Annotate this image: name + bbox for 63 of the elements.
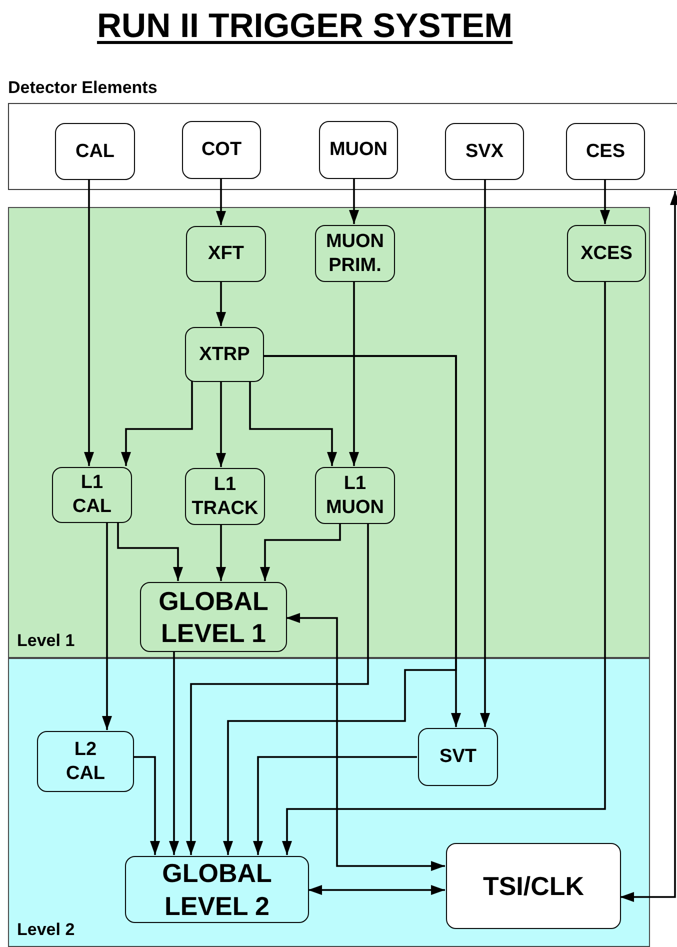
- box-label: CAL: [75, 140, 115, 164]
- box-label: GLOBAL LEVEL 2: [161, 857, 273, 922]
- band-label: Level 1: [17, 631, 75, 651]
- process-box: [445, 123, 524, 180]
- box-label: XCES: [580, 242, 632, 266]
- box-label: MUON PRIM.: [324, 230, 386, 278]
- process-box: [37, 731, 134, 792]
- arrow: [349, 281, 359, 466]
- arrow: [480, 180, 490, 727]
- box-label: L1 TRACK: [190, 472, 260, 520]
- box-label: TSI/CLK: [482, 870, 584, 902]
- process-box: [418, 728, 498, 786]
- process-box: [566, 123, 645, 180]
- arrow: [260, 523, 341, 581]
- arrow: [186, 523, 369, 855]
- arrow: [223, 355, 457, 855]
- arrow: [216, 524, 226, 581]
- box-label: XTRP: [199, 342, 250, 366]
- process-box: [55, 123, 135, 180]
- arrow: [600, 180, 610, 224]
- arrow: [117, 522, 183, 581]
- box-label: GLOBAL LEVEL 1: [158, 584, 270, 650]
- box-label: L1 CAL: [71, 471, 113, 519]
- process-box: [319, 121, 398, 179]
- arrow: [308, 885, 445, 895]
- process-box: [567, 225, 646, 282]
- arrow: [84, 180, 94, 466]
- arrow: [282, 281, 606, 855]
- process-box: [52, 467, 132, 523]
- arrow: [249, 381, 337, 466]
- box-label: CES: [586, 140, 626, 164]
- arrow: [121, 381, 193, 466]
- level-band: [8, 658, 650, 947]
- arrow: [253, 756, 417, 855]
- process-box: [140, 582, 287, 652]
- arrow: [216, 381, 226, 467]
- box-label: COT: [201, 138, 242, 162]
- process-box: [315, 225, 395, 282]
- process-box: [315, 467, 395, 524]
- arrow: [349, 179, 359, 224]
- diagram-title: RUN II TRIGGER SYSTEM: [97, 6, 513, 46]
- arrow: [133, 756, 160, 855]
- arrow: [102, 522, 112, 730]
- box-label: SVX: [465, 140, 504, 164]
- section-heading: Detector Elements: [8, 78, 158, 98]
- box-label: L1 MUON: [324, 472, 386, 520]
- box-label: XFT: [208, 242, 244, 266]
- band-label: Level 2: [17, 920, 75, 940]
- box-label: SVT: [440, 745, 476, 769]
- box-label: L2 CAL: [64, 738, 106, 786]
- arrow: [216, 281, 226, 326]
- arrow: [169, 651, 179, 855]
- arrow: [286, 613, 445, 871]
- process-box: [185, 327, 264, 382]
- process-box: [446, 843, 621, 929]
- arrow: [216, 179, 226, 225]
- process-box: [182, 121, 261, 179]
- process-box: [185, 468, 265, 525]
- level-band: [8, 207, 650, 658]
- process-box: [186, 226, 266, 282]
- process-box: [125, 856, 309, 923]
- arrow: [620, 191, 677, 902]
- box-label: MUON: [329, 138, 388, 162]
